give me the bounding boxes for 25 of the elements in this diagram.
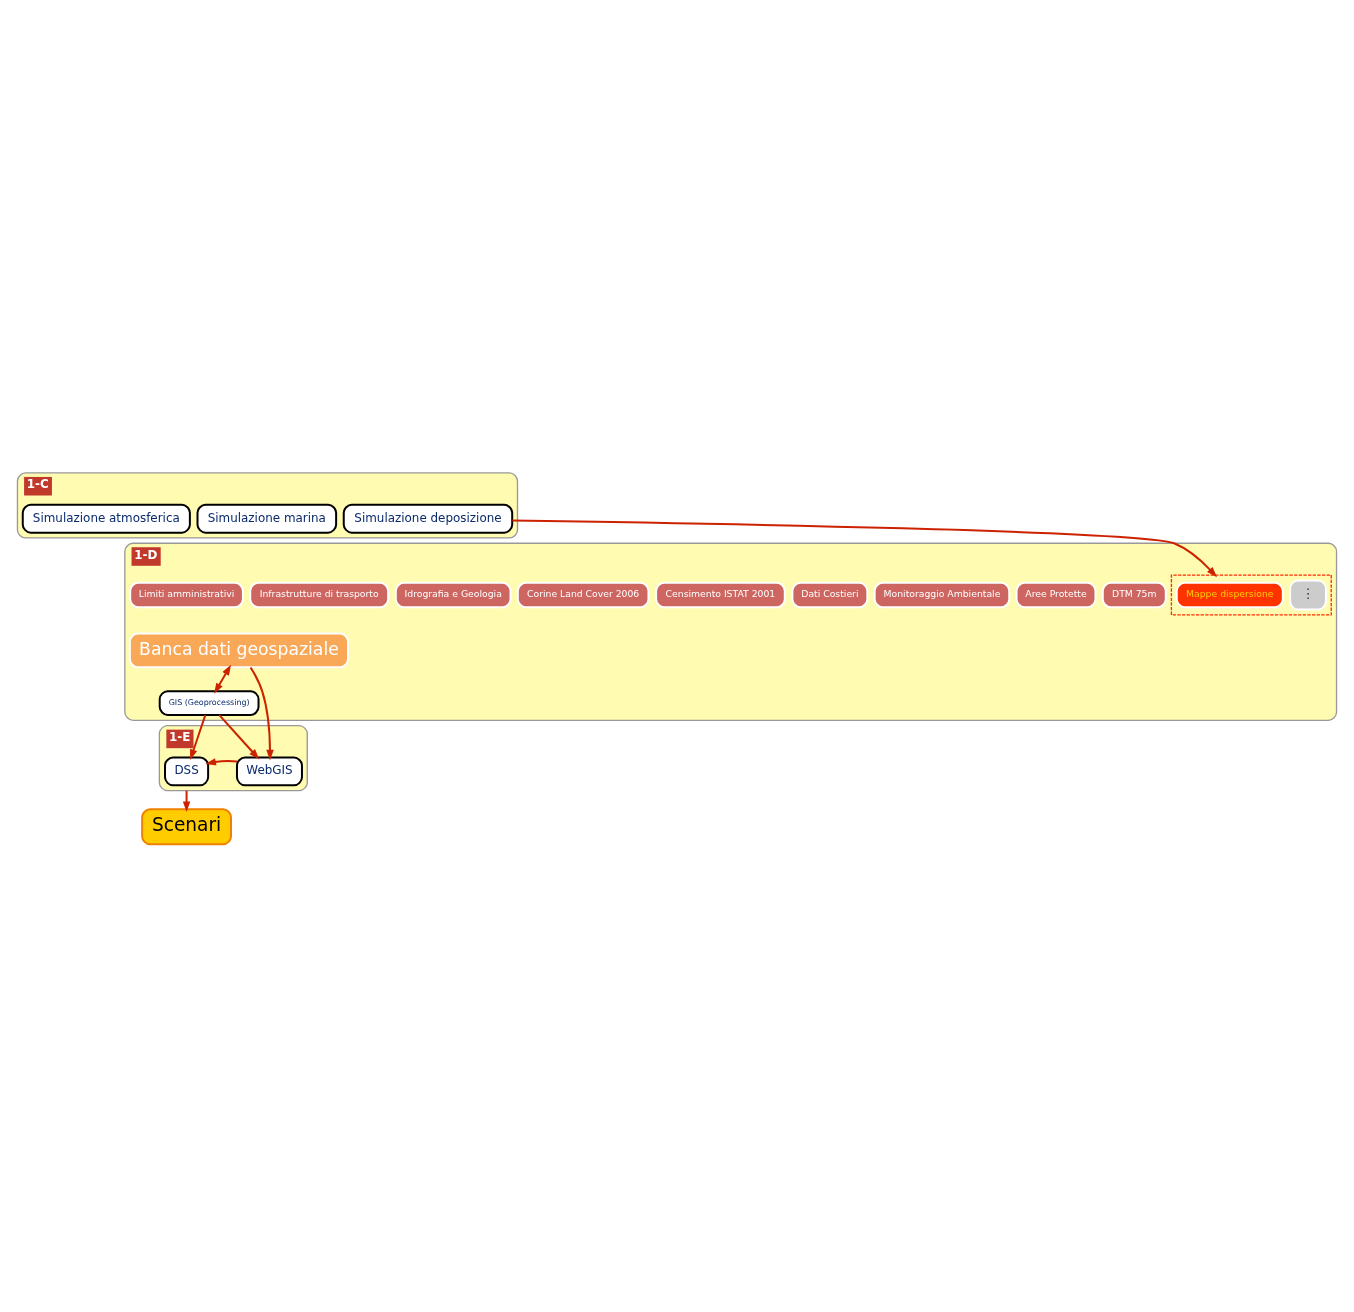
node-box: Simulazione deposizione [342, 503, 514, 534]
node-box: Scenari [141, 808, 232, 846]
cluster [1170, 574, 1332, 616]
arrow [190, 714, 207, 761]
node-box: Mappe dispersione [1175, 581, 1284, 609]
node-box: Simulazione marina [196, 503, 338, 534]
node-box: Monitoraggio Ambientale [873, 581, 1011, 609]
arrow [205, 758, 238, 766]
arrow [249, 666, 274, 761]
node-box: DSS [164, 756, 210, 787]
node-box: Censimento ISTAT 2001 [655, 581, 786, 609]
arrow [214, 664, 232, 694]
arrow [511, 519, 1217, 578]
node-box: Corine Land Cover 2006 [516, 581, 650, 609]
node-box: Dati Costieri [791, 581, 869, 609]
node-box: Aree Protette [1015, 581, 1097, 609]
node-box: Limiti amministrativi [129, 581, 244, 609]
node-box: ⋮ [1289, 579, 1327, 611]
arrow [218, 714, 260, 760]
node-box: Idrografia e Geologia [394, 581, 512, 609]
node-box: Simulazione atmosferica [21, 503, 191, 534]
node-box: DTM 75m [1101, 581, 1167, 609]
node-box: WebGIS [235, 756, 303, 787]
node-box: Banca dati geospaziale [128, 632, 350, 669]
node-box: Infrastrutture di trasporto [249, 581, 390, 609]
